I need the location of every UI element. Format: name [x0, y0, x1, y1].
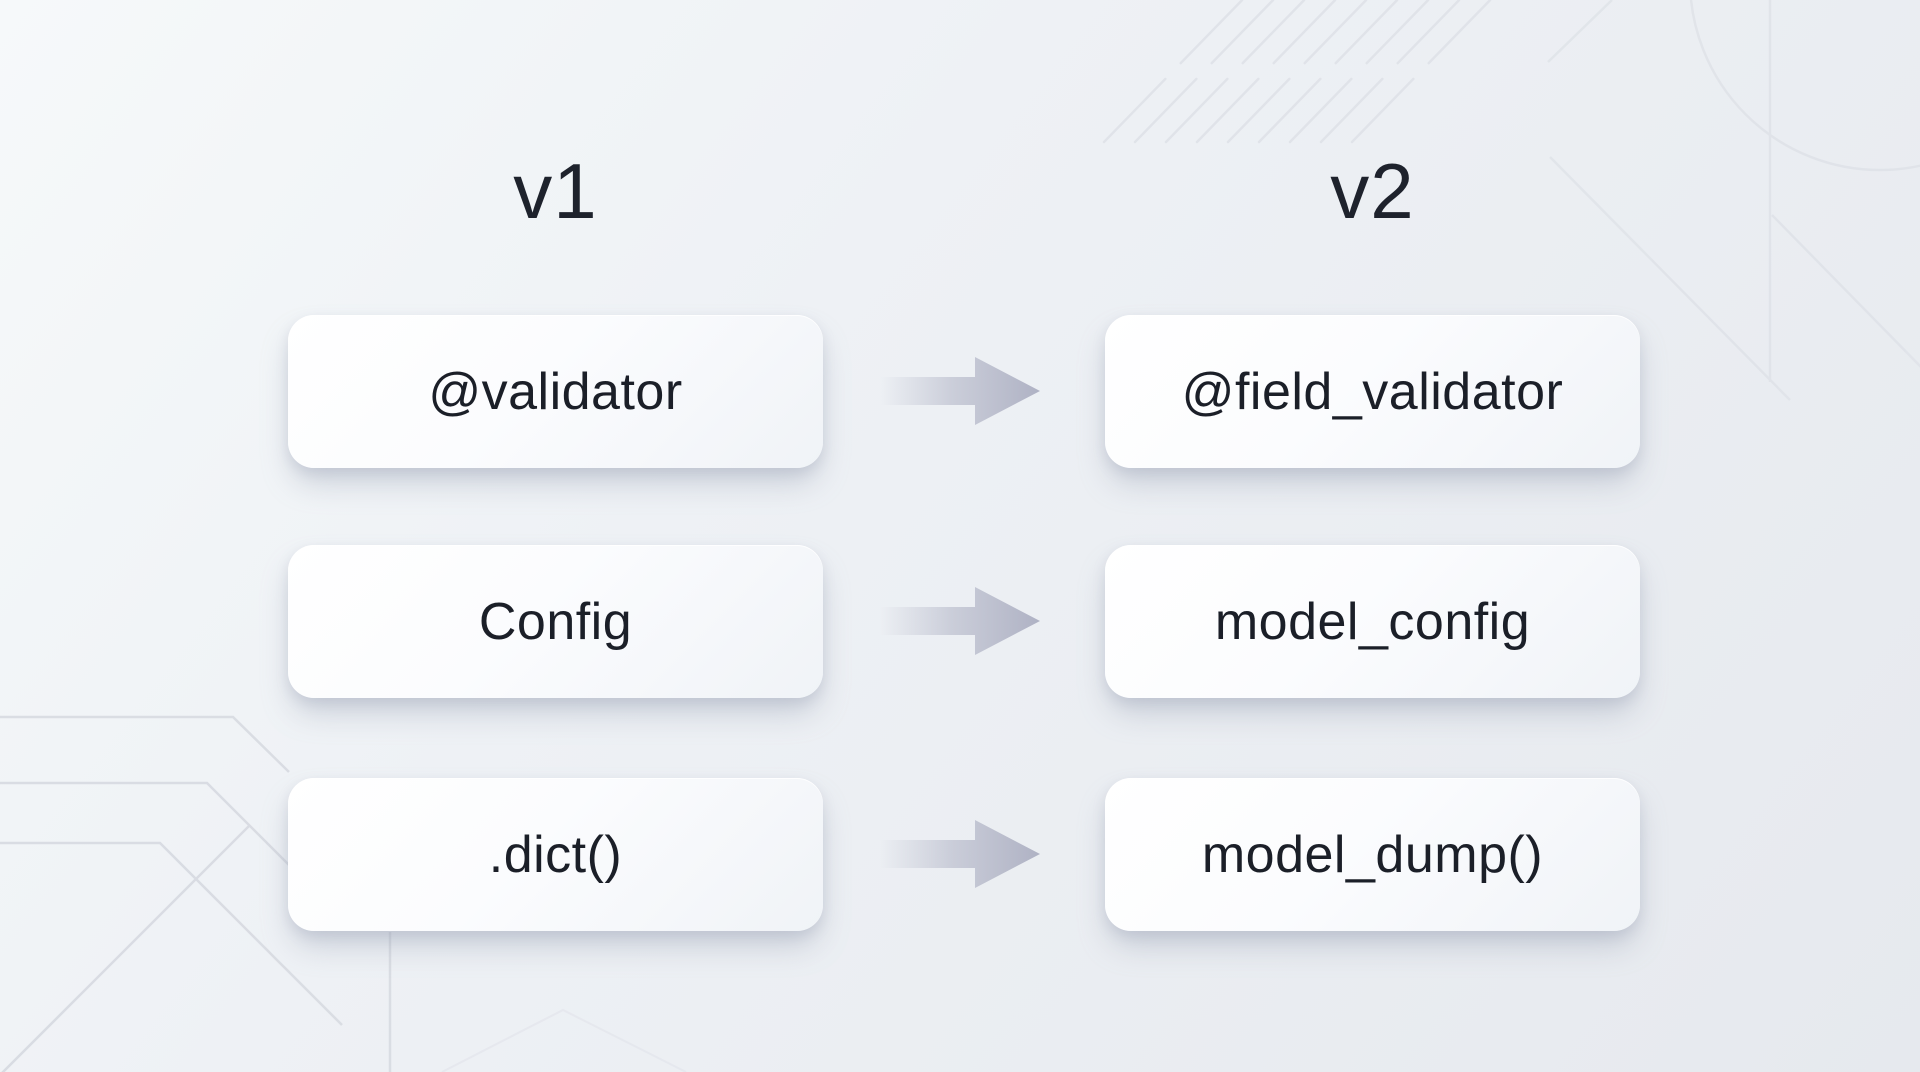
right-arrow-icon [880, 581, 1040, 661]
v2-card-model-dump: model_dump() [1105, 778, 1640, 931]
v1-card-dict: .dict() [288, 778, 823, 931]
v2-card-field-validator: @field_validator [1105, 315, 1640, 468]
v2-card-model-config: model_config [1105, 545, 1640, 698]
v1-card-validator: @validator [288, 315, 823, 468]
v1-card-config: Config [288, 545, 823, 698]
right-arrow-icon [880, 351, 1040, 431]
right-arrow-icon [880, 814, 1040, 894]
column-heading-v1: v1 [513, 147, 598, 235]
column-heading-v2: v2 [1330, 147, 1415, 235]
